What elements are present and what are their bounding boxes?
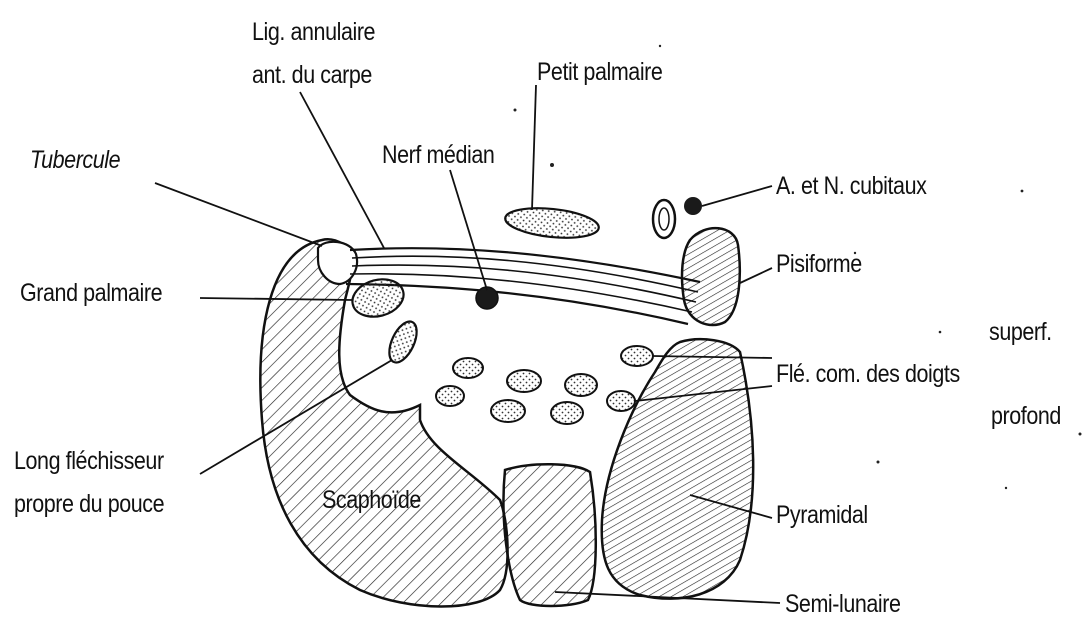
tendon-7 [621,346,653,366]
tendon-1 [453,358,483,378]
nerf-median-shape [476,287,498,309]
leader-tubercule [155,183,322,246]
label-tubercule: Tubercule [30,148,120,173]
semi-lunaire-bone [503,464,595,606]
petit-palmaire-tendon [504,204,600,242]
label-grand-palmaire: Grand palmaire [20,281,162,306]
label-pyramidal: Pyramidal [776,503,868,528]
pyramidal-bone [602,339,753,598]
label-long-flechisseur-1: Long fléchisseur [14,449,164,474]
label-cubitaux: A. et N. cubitaux [776,174,926,199]
tendon-6 [551,402,583,424]
long-flechisseur-tendon [384,317,423,366]
tendon-5 [491,400,525,422]
label-profond: profond [991,404,1061,429]
label-lig-annulaire-1: Lig. annulaire [252,20,375,45]
tendon-2 [436,386,464,406]
label-scaphoide: Scaphoïde [322,488,421,513]
leader-nerf-median [450,170,487,290]
nerf-cubital-shape [684,197,702,215]
pisiforme-bone [682,228,740,325]
label-nerf-median: Nerf médian [382,143,494,168]
artere-cubitale-inner [659,208,669,230]
label-pisiforme: Pisiforme [776,252,862,277]
label-long-flechisseur-2: propre du pouce [14,492,164,517]
grand-palmaire-tendon [348,274,408,322]
label-lig-annulaire-2: ant. du carpe [252,63,372,88]
flechisseurs-tendons [436,346,653,424]
label-semi-lunaire: Semi-lunaire [785,592,901,617]
label-petit-palmaire: Petit palmaire [537,60,662,85]
leader-petit-palmaire [532,85,536,210]
tendon-8 [607,391,635,411]
leader-cubitaux [702,186,772,206]
label-superf: superf. [989,320,1052,345]
label-flechisseurs: Flé. com. des doigts [776,362,960,387]
tendon-4 [565,374,597,396]
leader-pisiforme [740,268,772,283]
tendon-3 [507,370,541,392]
leader-lig-annulaire [300,92,384,248]
